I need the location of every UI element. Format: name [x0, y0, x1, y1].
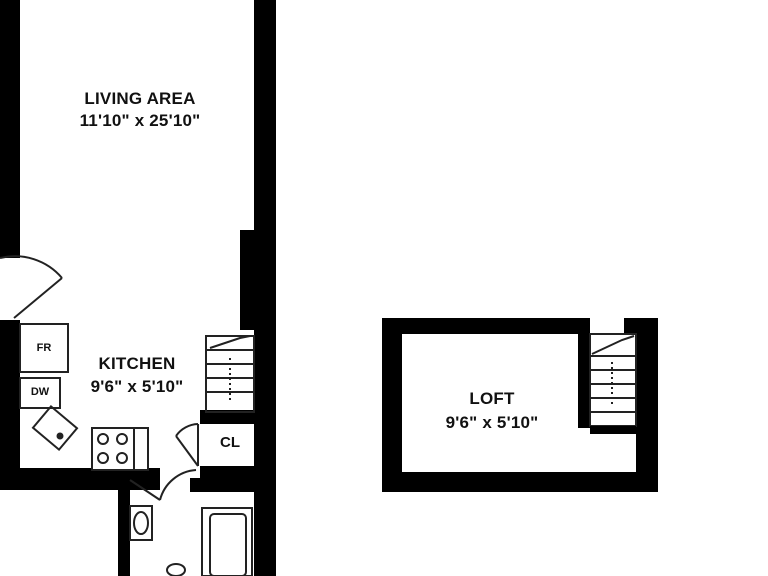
closet: [175, 423, 199, 467]
bath-door: [129, 469, 197, 501]
kitchen-bottom-wall: [0, 468, 160, 490]
main-unit-walls: [0, 0, 276, 576]
dishwasher-label: DW: [30, 386, 50, 398]
left-wall-lower: [0, 320, 20, 480]
loft-name: LOFT: [469, 389, 515, 408]
living-area-name: LIVING AREA: [84, 89, 196, 108]
loft-top-wall: [382, 318, 590, 334]
loft-stair-bottom-wall: [590, 426, 636, 434]
closet-label: CL: [220, 434, 240, 451]
closet-bottom-wall: [200, 466, 256, 480]
fridge-label: FR: [36, 342, 52, 354]
left-wall-upper: [0, 0, 20, 258]
loft-right-wall: [636, 318, 658, 492]
loft-stair-left-wall: [578, 318, 590, 428]
loft-stairs: [589, 333, 637, 427]
main-stairs: [205, 335, 255, 413]
stove: [91, 427, 149, 471]
bath-left-wall: [118, 480, 130, 576]
entry-door: [0, 255, 63, 319]
right-wall-lower: [254, 330, 276, 576]
dishwasher-box: [19, 377, 61, 409]
bath-sink: [129, 505, 153, 541]
loft-walls: [382, 318, 658, 492]
loft-dims: 9'6" x 5'10": [445, 413, 539, 432]
fridge-box: [19, 323, 69, 373]
loft-bottom-wall: [382, 472, 658, 492]
living-right-wall: [254, 0, 276, 330]
bath-top-wall-right: [190, 478, 256, 492]
kitchen-name: KITCHEN: [98, 354, 176, 373]
kitchen-sink: [31, 404, 79, 452]
toilet: [166, 563, 186, 576]
kitchen-dims: 9'6" x 5'10": [90, 377, 184, 396]
loft-left-wall: [382, 318, 402, 492]
stair-bottom-wall: [200, 410, 256, 424]
living-area-dims: 11'10" x 25'10": [79, 111, 201, 130]
bathtub: [201, 507, 253, 576]
stair-side-wall: [240, 230, 256, 330]
